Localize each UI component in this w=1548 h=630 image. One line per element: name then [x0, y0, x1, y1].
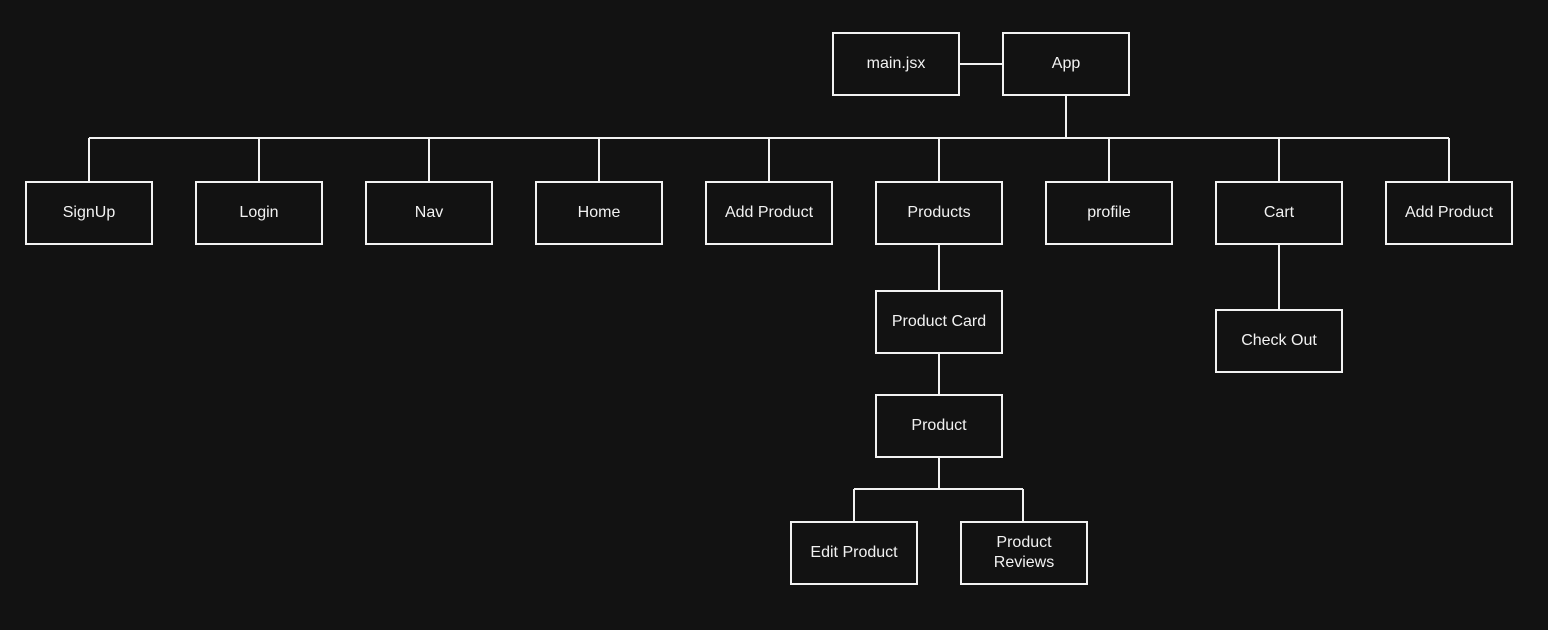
node-product: Product [875, 394, 1003, 458]
node-signup: SignUp [25, 181, 153, 245]
node-login: Login [195, 181, 323, 245]
node-check-out: Check Out [1215, 309, 1343, 373]
node-product-card: Product Card [875, 290, 1003, 354]
node-main-jsx: main.jsx [832, 32, 960, 96]
node-products: Products [875, 181, 1003, 245]
node-add-product-2: Add Product [1385, 181, 1513, 245]
node-home: Home [535, 181, 663, 245]
node-add-product-1: Add Product [705, 181, 833, 245]
node-edit-product: Edit Product [790, 521, 918, 585]
node-profile: profile [1045, 181, 1173, 245]
node-product-reviews: Product Reviews [960, 521, 1088, 585]
node-cart: Cart [1215, 181, 1343, 245]
node-app: App [1002, 32, 1130, 96]
node-nav: Nav [365, 181, 493, 245]
